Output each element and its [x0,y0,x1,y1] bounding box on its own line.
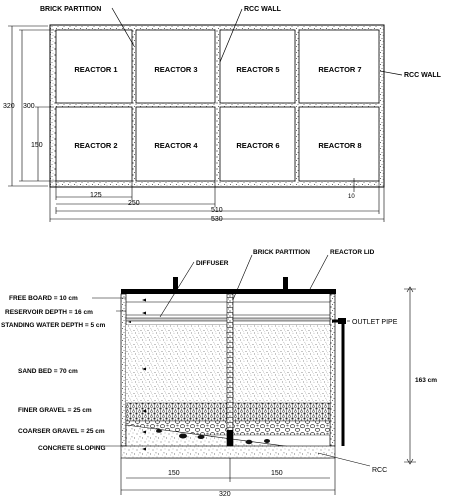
dim-250-plan: 250 [128,200,140,207]
label-free-board: FREE BOARD = 10 cm [9,295,78,302]
dim-150-plan: 150 [31,142,43,149]
cell-reactor-7 [298,29,380,104]
reactor-3-label: REACTOR 3 [154,65,197,74]
reactor-4-label: REACTOR 4 [154,141,198,150]
plan-brick-partition-label: BRICK PARTITION [40,6,101,13]
diffuser-label: DIFFUSER [196,260,229,267]
section-dim-right: 150 [271,470,283,477]
label-coarser-gravel: COARSER GRAVEL = 25 cm [18,428,105,435]
plan-rcc-wall-top-label: RCC WALL [244,6,282,13]
section-dim-total: 320 [219,491,231,498]
rcc-wall-right-leader [379,70,403,76]
dim-10-plan: 10 [348,194,355,200]
lid-post-right [283,277,288,290]
reactor-5-label: REACTOR 5 [236,65,279,74]
plan-rcc-wall-right-label: RCC WALL [404,72,442,79]
label-sand-bed: SAND BED = 70 cm [18,368,78,375]
plan-view: REACTOR 1 REACTOR 3 REACTOR 5 REACTOR 7 … [3,6,442,223]
section-height-label: 163 cm [415,377,437,384]
reactor-1-label: REACTOR 1 [74,65,117,74]
label-reservoir-depth: RESERVOIR DEPTH = 16 cm [5,309,93,316]
outlet-pipe-label: OUTLET PIPE [352,319,398,326]
cell-reactor-8 [298,106,380,182]
cell-reactor-3 [135,29,216,104]
reactor-6-label: REACTOR 6 [236,141,279,150]
tank-wall-left [120,293,127,447]
lid-post-left [173,277,178,290]
brick-partition [226,293,234,447]
dim-125-plan: 125 [90,192,102,199]
reactor-lid [121,289,336,294]
label-standing-water: STANDING WATER DEPTH = 5 cm [1,322,106,329]
label-finer-gravel: FINER GRAVEL = 25 cm [18,407,92,414]
reactor-2-label: REACTOR 2 [74,141,117,150]
reactor-8-label: REACTOR 8 [318,141,361,150]
section-brick-partition-leader [231,254,253,303]
brick-partition-leader [111,7,135,47]
section-dim-left: 150 [168,470,180,477]
dim-530-plan: 530 [211,216,223,223]
dim-510-plan: 510 [211,207,223,214]
cell-reactor-6 [219,106,296,182]
tank-wall-right [329,293,336,447]
base-rcc [120,445,336,459]
section-view: DIFFUSER BRICK PARTITION REACTOR LID [1,249,437,498]
reactor-lid-label: REACTOR LID [330,249,375,256]
cell-reactor-2 [55,106,133,182]
rcc-label: RCC [372,467,387,474]
label-concrete-sloping: CONCRETE SLOPING [38,445,106,452]
reactor-7-label: REACTOR 7 [318,65,361,74]
dim-300-plan: 300 [23,103,35,110]
section-brick-partition-label: BRICK PARTITION [253,249,310,256]
dim-320-plan: 320 [3,103,15,110]
cell-reactor-1 [55,29,133,104]
reactor-lid-leader [309,254,329,290]
rcc-leader [317,452,371,467]
cell-reactor-4 [135,106,216,182]
cell-reactor-5 [219,29,296,104]
rcc-wall-top-leader [219,8,243,63]
